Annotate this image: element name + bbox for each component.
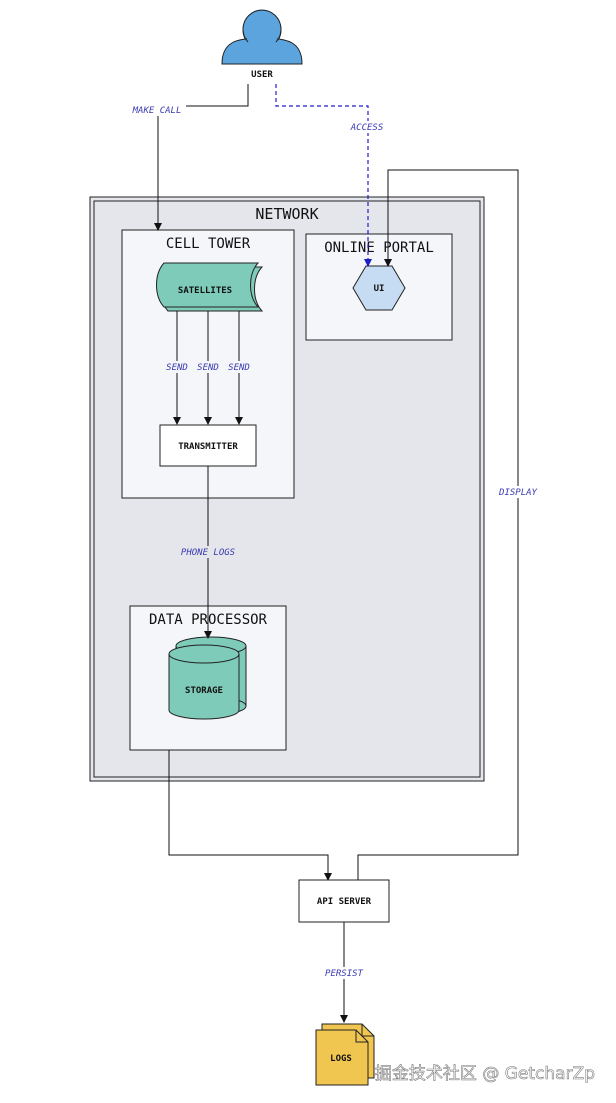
- user-label: USER: [251, 70, 273, 80]
- logs-doc-front: [315, 1029, 369, 1086]
- access-label: ACCESS: [350, 123, 384, 133]
- ui-node[interactable]: UI: [352, 265, 406, 311]
- api-server-node[interactable]: API SERVER: [298, 879, 390, 923]
- satellites-shape: [156, 262, 260, 308]
- network-container-inner-border: [93, 200, 481, 778]
- network-title: NETWORK: [255, 205, 318, 223]
- user-node[interactable]: USER: [221, 9, 303, 81]
- access-edge: [275, 84, 372, 267]
- ui-label: UI: [374, 284, 385, 294]
- api-server-box: [298, 879, 390, 923]
- api-server-label: API SERVER: [317, 897, 372, 907]
- logs-doc-front-fold: [355, 1030, 368, 1043]
- ui-hexagon: [352, 265, 406, 311]
- online-portal-group: ONLINE PORTAL UI: [305, 233, 453, 341]
- logs-node[interactable]: LOGS: [315, 1023, 375, 1086]
- logs-label: LOGS: [330, 1054, 352, 1064]
- user-head-overlay: [243, 9, 281, 47]
- send-label-bg-2: [194, 361, 222, 373]
- send-label-bg-1: [163, 361, 191, 373]
- watermark-text: 掘金技术社区 @ GetcharZp: [375, 1064, 595, 1084]
- processor-to-api-edge: [168, 750, 332, 881]
- online-portal-title: ONLINE PORTAL: [324, 240, 434, 256]
- make-call-label-bg: [128, 104, 186, 116]
- make-call-label: MAKE CALL: [132, 106, 182, 116]
- display-edge: [357, 169, 519, 880]
- send-label-bg-3: [225, 361, 253, 373]
- cell-tower-group: CELL TOWER SATELLITES SEND SEND SEND TRA…: [121, 229, 295, 499]
- user-head-outline: [242, 9, 282, 43]
- transmitter-node[interactable]: TRANSMITTER: [159, 424, 257, 467]
- storage-node[interactable]: STORAGE: [168, 636, 247, 720]
- send-label-3: SEND: [228, 363, 250, 373]
- storage-label: STORAGE: [185, 686, 223, 696]
- send-label-2: SEND: [197, 363, 219, 373]
- access-label-bg: [346, 121, 388, 133]
- satellites-node[interactable]: SATELLITES: [156, 262, 264, 312]
- transmitter-label: TRANSMITTER: [178, 442, 238, 452]
- display-label: DISPLAY: [498, 488, 538, 498]
- transmitter-box: [159, 424, 257, 467]
- phone-logs-label-bg: [175, 546, 241, 558]
- persist-label-bg: [320, 967, 368, 979]
- cell-tower-title: CELL TOWER: [166, 236, 251, 252]
- phone-logs-label: PHONE LOGS: [181, 548, 236, 558]
- satellites-label: SATELLITES: [178, 286, 232, 296]
- send-label-1: SEND: [166, 363, 188, 373]
- display-label-bg: [495, 486, 541, 498]
- persist-label: PERSIST: [325, 969, 364, 979]
- storage-front-top: [168, 644, 240, 664]
- make-call-edge: [154, 84, 249, 231]
